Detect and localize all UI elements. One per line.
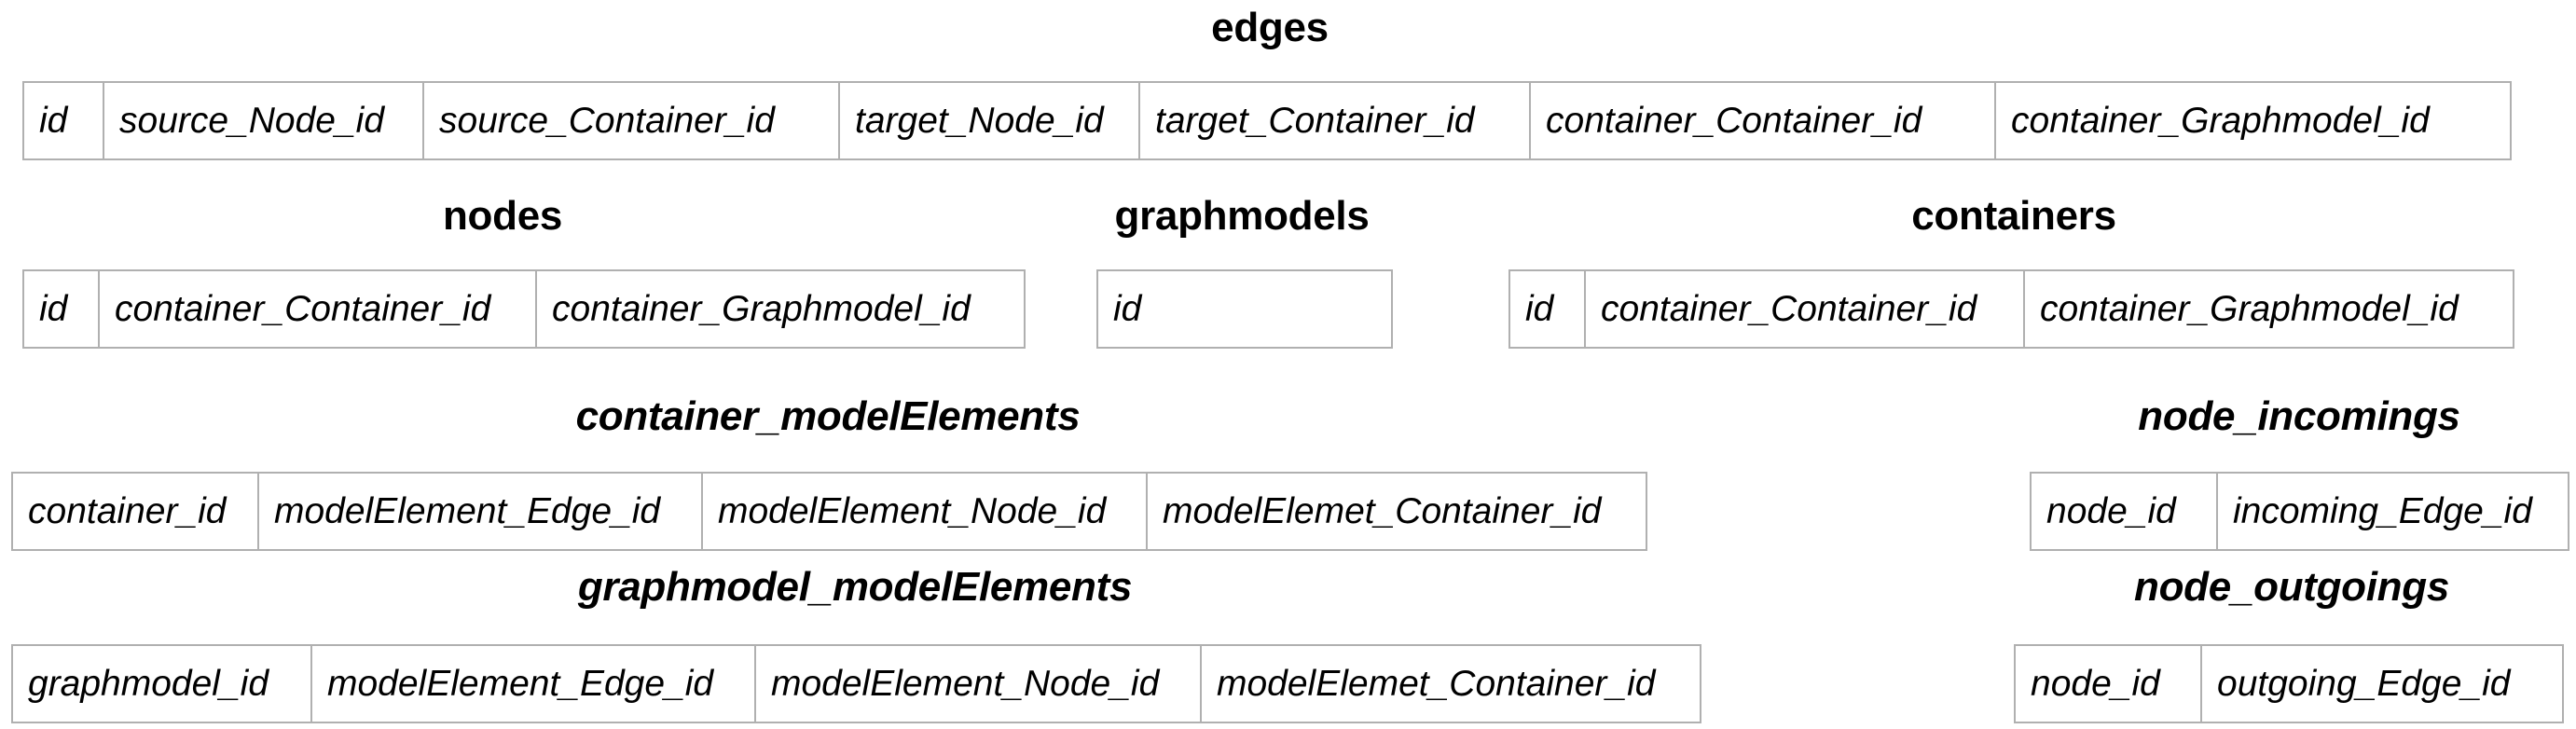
table-title-graphmodels: graphmodels xyxy=(1114,193,1370,239)
table-edges: id source_Node_id source_Container_id ta… xyxy=(22,81,2512,160)
column-header: node_id xyxy=(2030,474,2216,549)
column-header: target_Node_id xyxy=(838,83,1138,158)
table-graphmodels: id xyxy=(1096,269,1393,349)
column-header: container_Graphmodel_id xyxy=(535,271,1026,347)
column-header: modelElement_Node_id xyxy=(754,646,1200,722)
column-header: container_Container_id xyxy=(1529,83,1994,158)
table-nodes: id container_Container_id container_Grap… xyxy=(22,269,1026,349)
table-title-edges: edges xyxy=(1211,5,1329,50)
column-header: modelElement_Edge_id xyxy=(257,474,701,549)
table-containers: id container_Container_id container_Grap… xyxy=(1508,269,2514,349)
table-title-nodes: nodes xyxy=(442,193,563,239)
column-header: container_Container_id xyxy=(98,271,535,347)
table-container-modelelements: container_id modelElement_Edge_id modelE… xyxy=(11,472,1647,551)
column-header: container_Graphmodel_id xyxy=(2023,271,2514,347)
column-header: id xyxy=(22,83,103,158)
column-header: modelElement_Node_id xyxy=(701,474,1146,549)
table-node-incomings: node_id incoming_Edge_id xyxy=(2030,472,2569,551)
table-node-outgoings: node_id outgoing_Edge_id xyxy=(2014,644,2564,723)
column-header: modelElemet_Container_id xyxy=(1200,646,1701,722)
column-header: source_Container_id xyxy=(422,83,838,158)
column-header: id xyxy=(22,271,98,347)
table-title-node-outgoings: node_outgoings xyxy=(2134,564,2449,610)
column-header: id xyxy=(1508,271,1584,347)
column-header: outgoing_Edge_id xyxy=(2200,646,2564,722)
column-header: node_id xyxy=(2014,646,2200,722)
column-header: target_Container_id xyxy=(1138,83,1529,158)
column-header: modelElemet_Container_id xyxy=(1146,474,1647,549)
table-title-node-incomings: node_incomings xyxy=(2138,393,2460,439)
table-title-container-modelelements: container_modelElements xyxy=(575,393,1081,439)
column-header: modelElement_Edge_id xyxy=(310,646,754,722)
column-header: container_Container_id xyxy=(1584,271,2023,347)
table-title-containers: containers xyxy=(1911,193,2116,239)
column-header: source_Node_id xyxy=(103,83,422,158)
column-header: id xyxy=(1096,271,1393,347)
column-header: graphmodel_id xyxy=(11,646,310,722)
table-graphmodel-modelelements: graphmodel_id modelElement_Edge_id model… xyxy=(11,644,1701,723)
table-title-graphmodel-modelelements: graphmodel_modelElements xyxy=(577,564,1133,610)
column-header: container_Graphmodel_id xyxy=(1994,83,2512,158)
column-header: container_id xyxy=(11,474,257,549)
column-header: incoming_Edge_id xyxy=(2216,474,2569,549)
